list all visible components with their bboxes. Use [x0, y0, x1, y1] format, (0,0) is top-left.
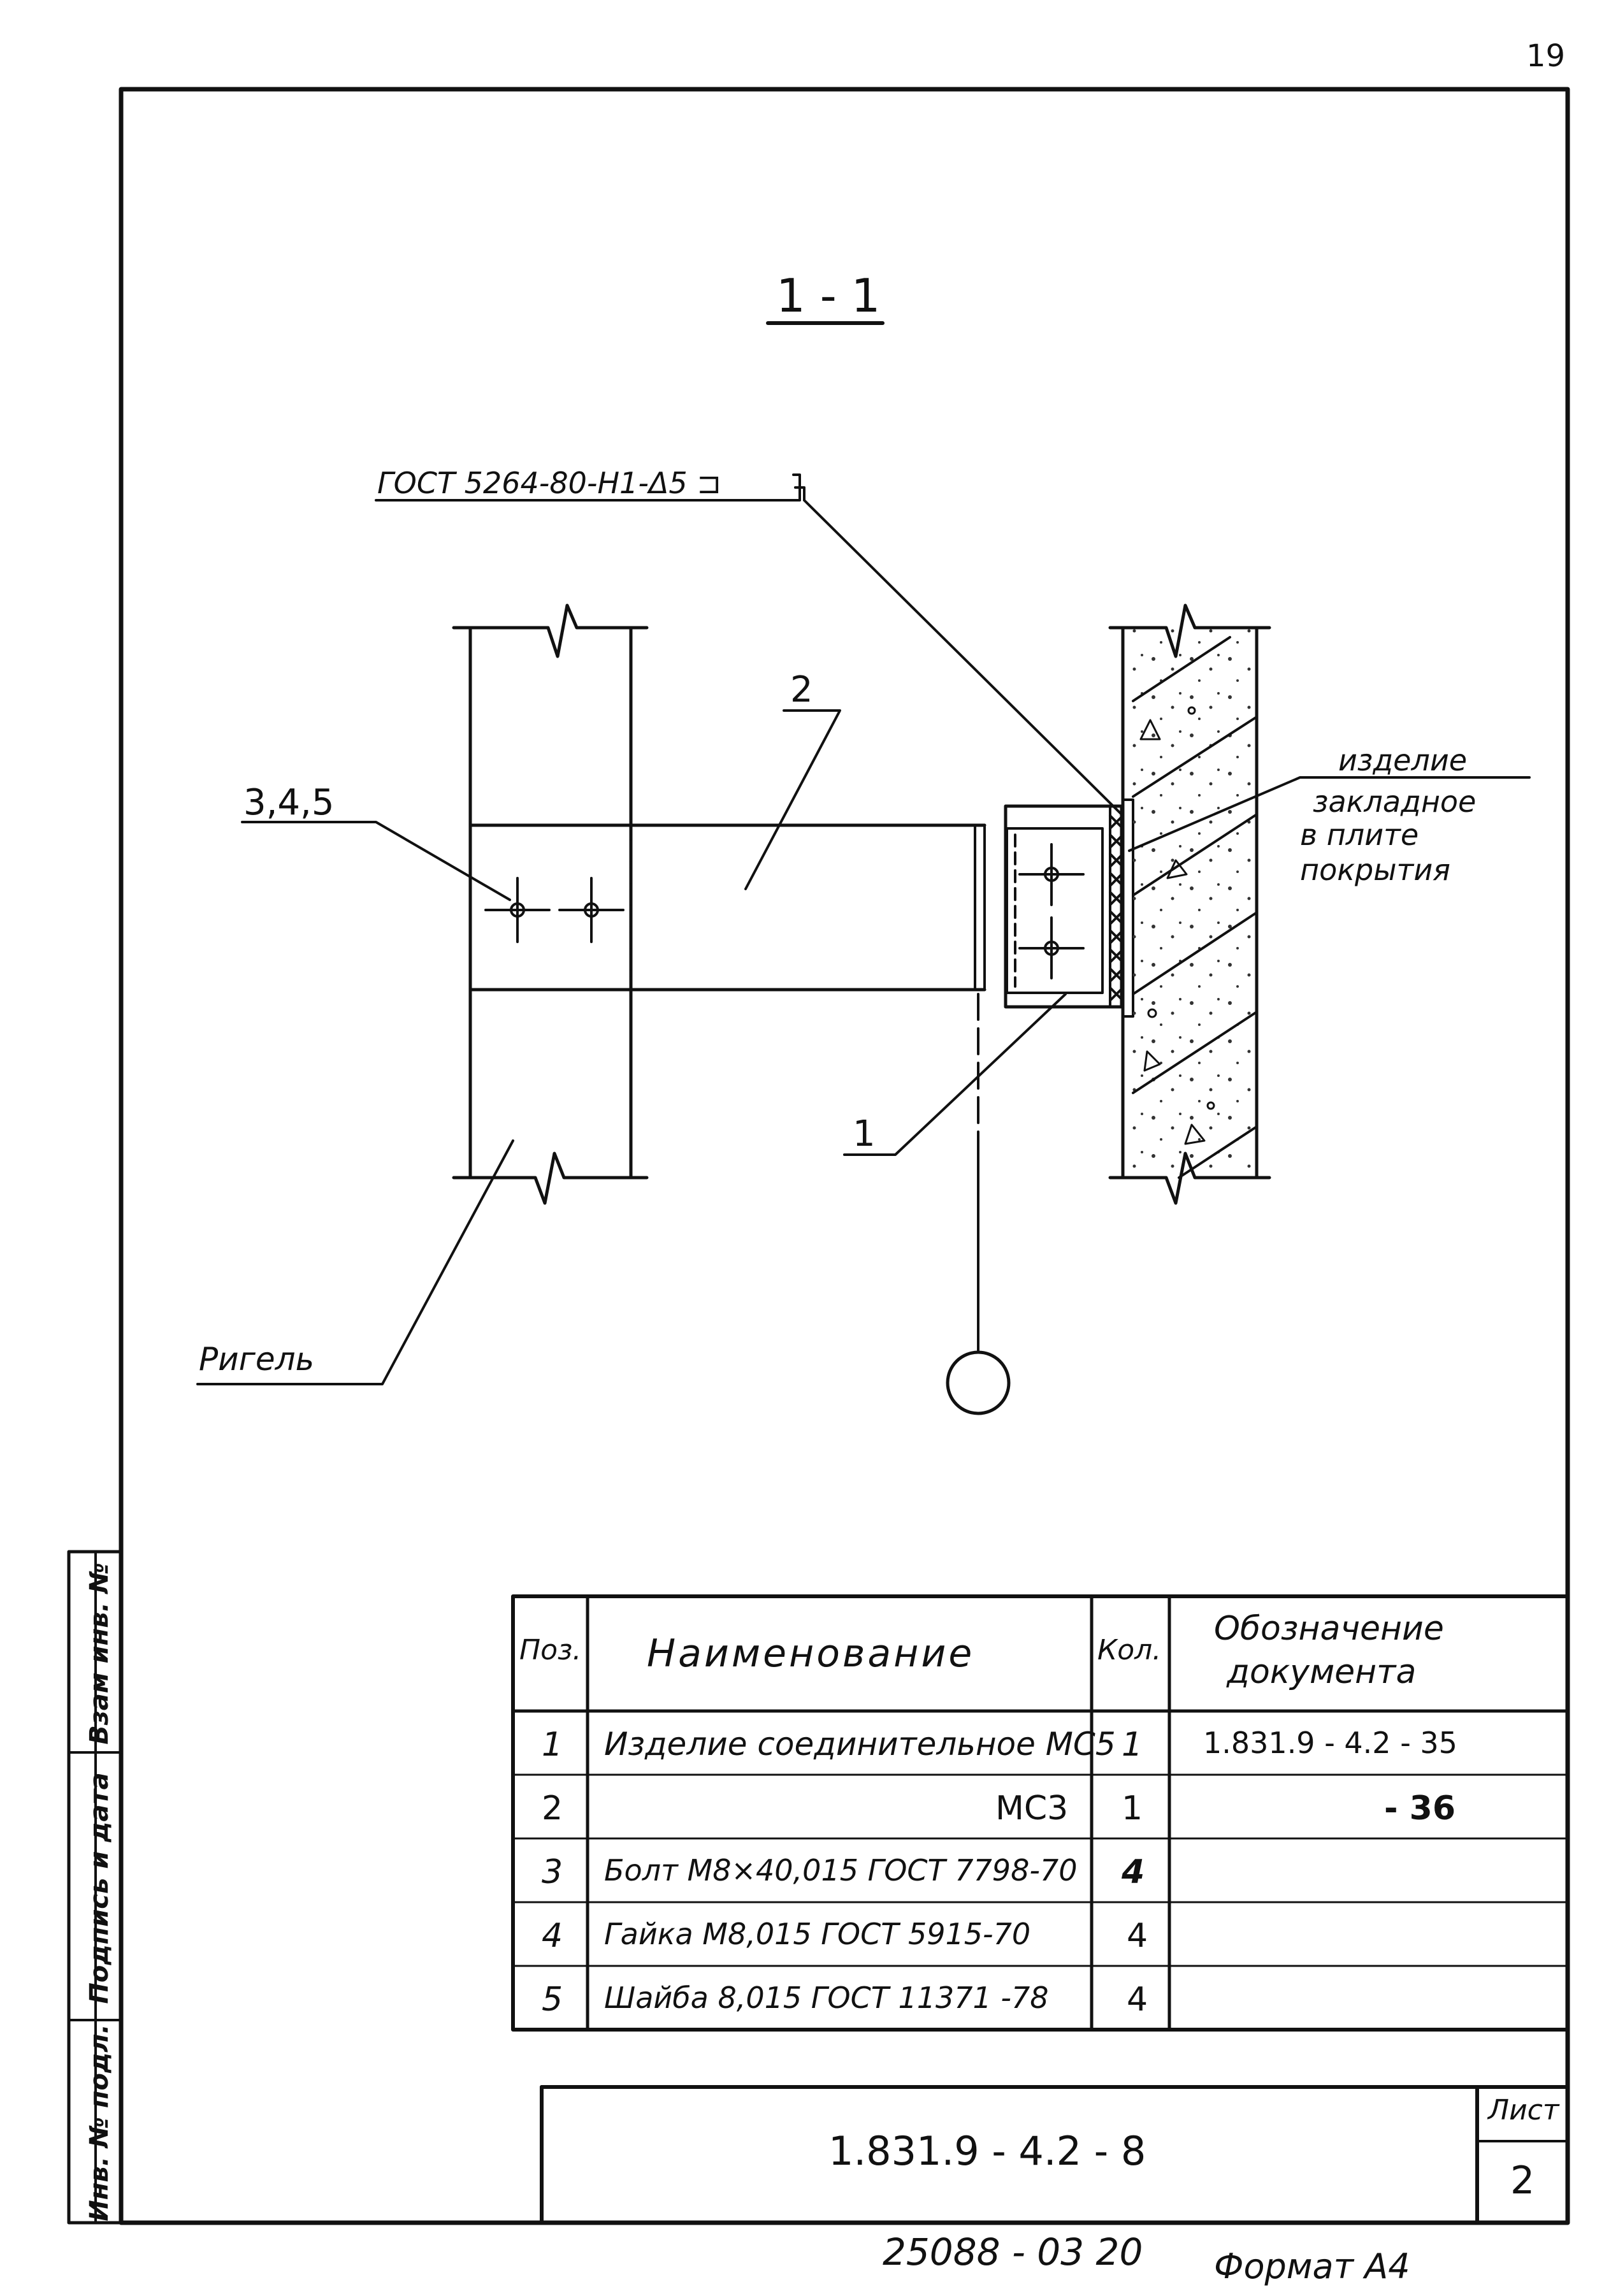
row-5-qty: 4 [1127, 1981, 1148, 2019]
row-4-pos: 4 [542, 1917, 563, 1955]
header-name: Наименование [647, 1631, 975, 1676]
rigel-bottom-break [452, 1152, 649, 1205]
row-1-pos: 1 [542, 1726, 563, 1764]
slab-top-break [1108, 603, 1271, 658]
leader-2 [744, 709, 841, 890]
section-title: 1 - 1 [776, 269, 881, 322]
side-stamp-grid [67, 1550, 123, 2225]
leader-1 [843, 993, 1067, 1156]
weld-callout: ГОСТ 5264-80-Н1-Δ5 ⊐ [377, 466, 721, 500]
label-pos-1: 1 [853, 1113, 876, 1155]
row-3-name: Болт М8×40,015 ГОСТ 7798-70 [604, 1853, 1078, 1888]
sheet-number: 2 [1510, 2158, 1535, 2203]
row-4-name: Гайка М8,015 ГОСТ 5915-70 [604, 1917, 1031, 1951]
row-1-qty: 1 [1122, 1726, 1143, 1764]
stamp-signature-date: Подпись и дата [85, 1772, 114, 2004]
row-3-pos: 3 [542, 1853, 563, 1891]
row-1-name: Изделие соединительное МС5 [604, 1726, 1116, 1763]
sheet-label: Лист [1488, 2094, 1559, 2126]
row-5-pos: 5 [542, 1981, 563, 2019]
leader-rigel [196, 1139, 514, 1385]
embedded-label-3: в плите [1300, 818, 1419, 852]
row-5-name: Шайба 8,015 ГОСТ 11371 -78 [604, 1981, 1049, 2015]
connector-outer [1004, 804, 1123, 1009]
row-3-qty: 4 [1122, 1853, 1145, 1891]
axis-marker [946, 1350, 1011, 1415]
embedded-label-1: изделие [1338, 743, 1468, 777]
connector-inner [1006, 827, 1104, 994]
page-number: 19 [1526, 38, 1566, 74]
footer-format: Формат А4 [1214, 2246, 1410, 2286]
title-block-grid [540, 2085, 1570, 2225]
rigel-top-break [452, 603, 649, 658]
row-2-name: МС3 [995, 1789, 1069, 1828]
header-doc-1: Обозначение [1214, 1610, 1444, 1648]
row-4-qty: 4 [1127, 1917, 1148, 1955]
label-pos-2: 2 [790, 669, 813, 711]
header-qty: Кол. [1097, 1634, 1162, 1666]
bolt-left-1 [484, 877, 551, 943]
drawing-designation: 1.831.9 - 4.2 - 8 [828, 2128, 1146, 2174]
concrete-fill [1123, 628, 1257, 1178]
leader-345 [241, 821, 511, 901]
label-rigel: Ригель [199, 1341, 315, 1378]
bolt-right-2 [1018, 916, 1085, 979]
header-pos: Поз. [519, 1634, 582, 1666]
spec-table-grid [511, 1594, 1570, 2032]
leader-embedded [1128, 776, 1531, 852]
row-1-doc: 1.831.9 - 4.2 - 35 [1203, 1726, 1457, 1760]
row-2-doc: - 36 [1384, 1789, 1456, 1828]
stamp-replace-inv: Взам инв. № [85, 1563, 114, 1745]
row-2-pos: 2 [542, 1789, 563, 1828]
embedded-label-4: покрытия [1300, 853, 1450, 887]
row-2-qty: 1 [1122, 1789, 1143, 1828]
weld-seam-marks [1109, 814, 1124, 1002]
bolt-right-1 [1018, 843, 1085, 906]
header-doc-2: документа [1227, 1653, 1417, 1691]
embedded-label-2: закладное [1313, 784, 1477, 819]
slab-bottom-break [1108, 1152, 1271, 1205]
weld-leader [375, 473, 1123, 816]
label-pos-345: 3,4,5 [243, 782, 335, 823]
footer-doc-number: 25088 - 03 20 [883, 2230, 1143, 2274]
stamp-inv-original: Инв. № подл. [85, 2024, 114, 2221]
bolt-left-2 [558, 877, 625, 943]
slab-hatch [1132, 636, 1258, 1179]
sheet-frame [119, 87, 1570, 2225]
aggregate-marks [1139, 706, 1215, 1145]
